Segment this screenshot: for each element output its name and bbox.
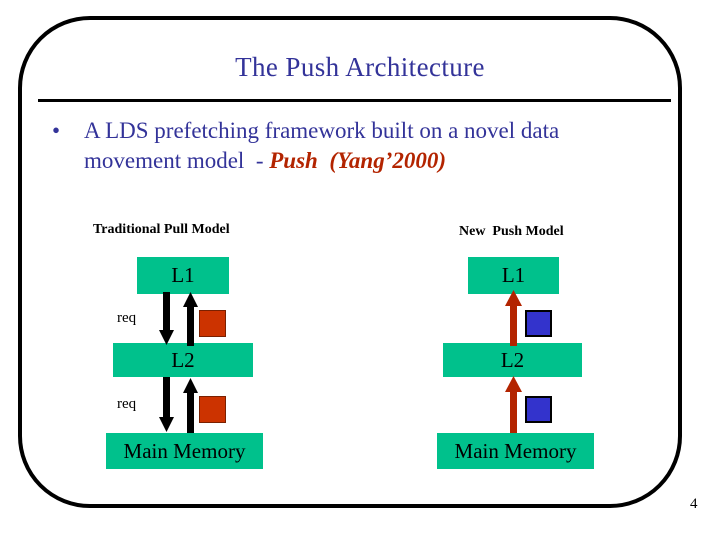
push-model-caption: New Push Model bbox=[459, 224, 564, 239]
pull-req-label-upper: req bbox=[117, 310, 137, 326]
bullet-marker: • bbox=[52, 118, 61, 143]
bullet-text-main: A LDS prefetching framework built on a n… bbox=[84, 118, 565, 173]
slide-frame bbox=[18, 16, 682, 508]
push-data-block-upper bbox=[525, 310, 552, 337]
push-arrow-up-mm-l2 bbox=[505, 376, 522, 433]
pull-arrow-up-mm-l2 bbox=[183, 378, 198, 433]
page-title: The Push Architecture bbox=[235, 52, 485, 82]
push-box-l1: L1 bbox=[468, 257, 559, 294]
page-number: 4 bbox=[690, 496, 698, 512]
bullet-text-accent: Push (Yang’2000) bbox=[269, 148, 447, 173]
pull-model-caption: Traditional Pull Model bbox=[93, 222, 230, 237]
push-data-block-lower bbox=[525, 396, 552, 423]
push-box-main-memory: Main Memory bbox=[437, 433, 594, 469]
pull-data-block-lower bbox=[199, 396, 226, 423]
bullet-text: A LDS prefetching framework built on a n… bbox=[84, 116, 654, 176]
pull-req-label-lower: req bbox=[117, 396, 137, 412]
pull-box-l2: L2 bbox=[113, 343, 253, 377]
pull-box-main-memory: Main Memory bbox=[106, 433, 263, 469]
pull-data-block-upper bbox=[199, 310, 226, 337]
push-box-l2: L2 bbox=[443, 343, 582, 377]
title-divider bbox=[38, 99, 671, 102]
pull-box-l1: L1 bbox=[137, 257, 229, 294]
pull-arrow-down-l1-l2 bbox=[159, 292, 174, 345]
pull-arrow-up-l2-l1 bbox=[183, 292, 198, 346]
pull-arrow-down-l2-mm bbox=[159, 377, 174, 432]
push-arrow-up-l2-l1 bbox=[505, 290, 522, 346]
